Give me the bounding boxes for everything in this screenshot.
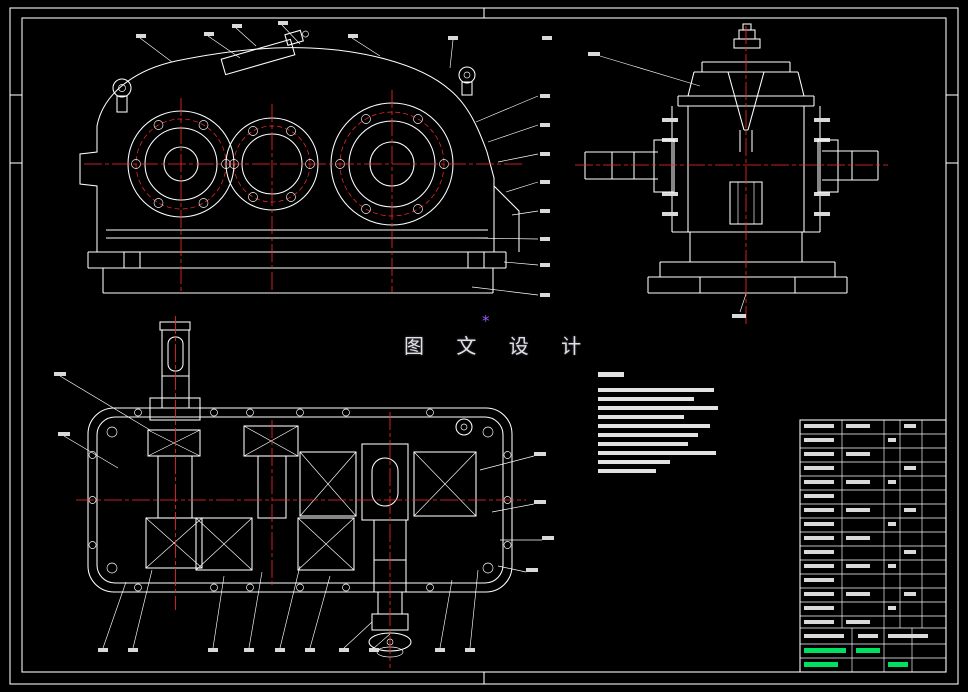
front-view-centerlines bbox=[84, 90, 522, 292]
input-shaft bbox=[149, 321, 201, 421]
front-view bbox=[79, 21, 550, 297]
watermark-star: * bbox=[482, 312, 490, 330]
oil-filler-plug bbox=[220, 29, 309, 76]
base bbox=[87, 251, 507, 294]
technical-notes bbox=[598, 372, 718, 473]
side-view-centerlines bbox=[575, 26, 888, 324]
watermark-text: 图 文 设 计 bbox=[404, 334, 595, 358]
plan-leader-lines bbox=[59, 375, 542, 649]
breather-cap bbox=[733, 23, 761, 49]
side-callout-labels bbox=[542, 36, 746, 318]
drawing-frame bbox=[9, 7, 959, 685]
side-view bbox=[542, 23, 888, 324]
front-callout-labels bbox=[136, 21, 550, 297]
title-block bbox=[800, 628, 946, 672]
front-leader-lines bbox=[139, 24, 539, 296]
plan-view-centerlines bbox=[76, 316, 526, 668]
eyebolt-left bbox=[112, 78, 132, 113]
side-base bbox=[647, 232, 848, 294]
side-leader-lines bbox=[599, 55, 747, 313]
plan-callout-labels bbox=[54, 372, 554, 652]
plan-view bbox=[54, 316, 554, 668]
gear-train bbox=[145, 425, 477, 571]
parts-list-entries bbox=[804, 424, 916, 624]
eyebolt-right bbox=[458, 66, 476, 96]
horizontal-shaft bbox=[584, 139, 879, 193]
housing-outline bbox=[79, 47, 520, 252]
parts-list-table bbox=[799, 419, 947, 673]
